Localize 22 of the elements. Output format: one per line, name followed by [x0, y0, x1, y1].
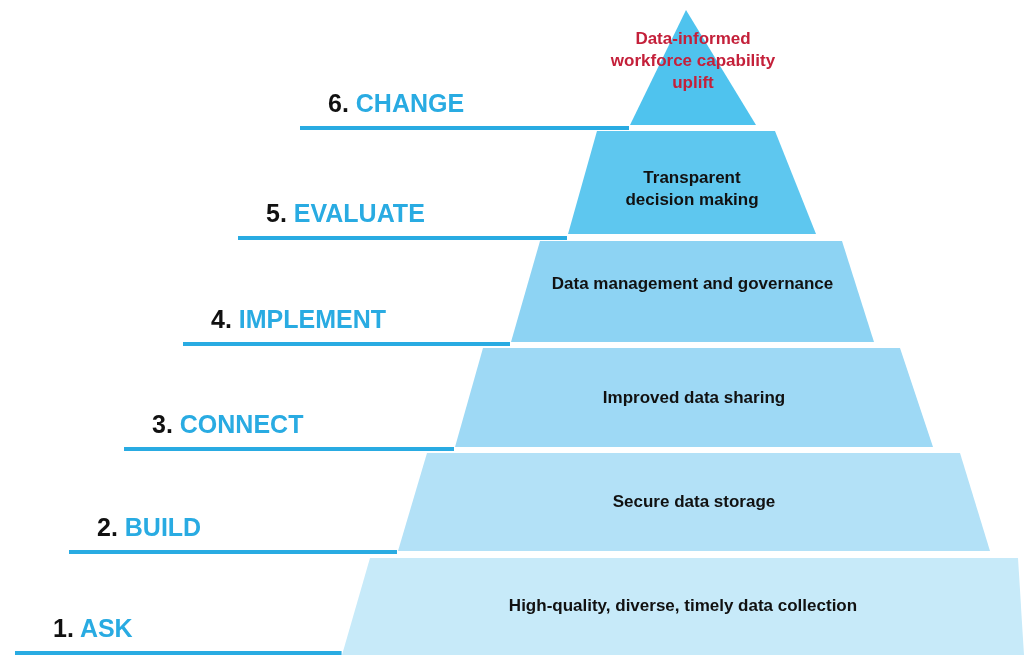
pyramid-tier — [511, 241, 874, 342]
leader-line — [15, 651, 342, 655]
step-label: 2. BUILD — [97, 512, 202, 542]
pyramid-tier — [455, 348, 933, 447]
step-label: 4. IMPLEMENT — [211, 304, 386, 334]
pyramid-tier — [398, 453, 990, 551]
leader-line — [69, 550, 397, 554]
leader-line — [238, 236, 567, 240]
step-label: 5. EVALUATE — [266, 198, 425, 228]
tier-text: Improved data sharing — [601, 387, 787, 409]
tier-text: Data management and governance — [550, 273, 835, 295]
step-label: 3. CONNECT — [152, 409, 304, 439]
tier-text: High-quality, diverse, timely data collection — [507, 595, 859, 617]
leader-line — [183, 342, 510, 346]
leader-line — [300, 126, 629, 130]
pyramid-tier — [342, 558, 1024, 655]
tier-text: Secure data storage — [611, 491, 777, 513]
step-label: 1. ASK — [53, 613, 133, 643]
step-label: 6. CHANGE — [328, 88, 465, 118]
leader-line — [124, 447, 454, 451]
tier-text: Transparent decision making — [624, 167, 760, 211]
pyramid-tier — [568, 131, 816, 234]
